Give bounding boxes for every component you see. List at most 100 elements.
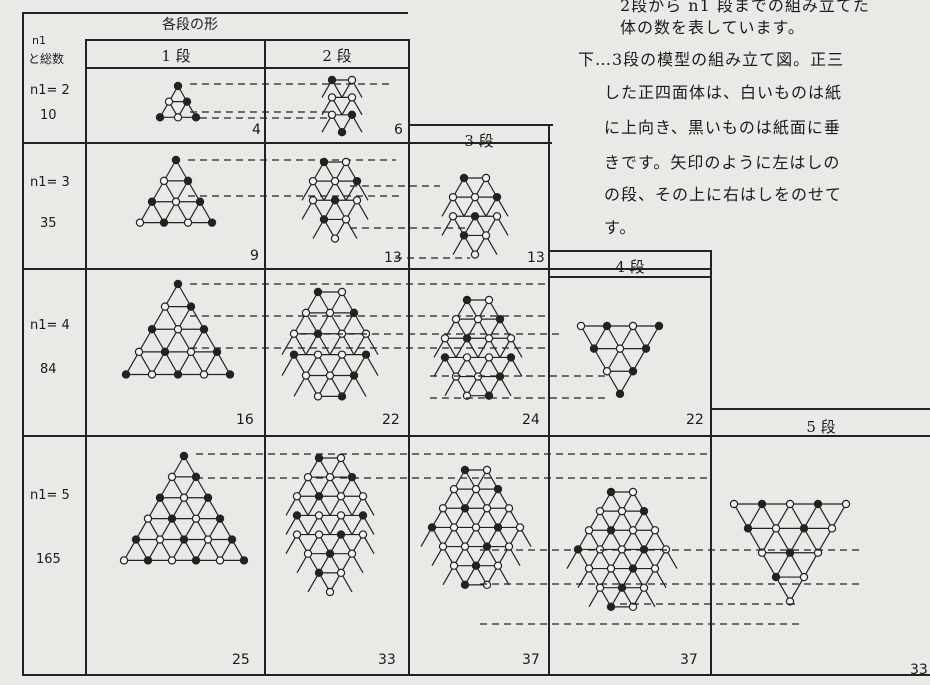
lattice-node: [772, 573, 779, 580]
lattice-node: [596, 508, 603, 515]
lattice-edge: [776, 528, 790, 552]
lattice-edge: [776, 504, 790, 528]
lattice-node: [463, 296, 470, 303]
lattice-node: [326, 309, 333, 316]
lattice-node: [302, 309, 309, 316]
lattice-node: [148, 198, 155, 205]
lattice-node: [471, 194, 478, 201]
lattice-node: [494, 524, 501, 531]
lattice-node: [304, 474, 311, 481]
lattice-node: [472, 562, 479, 569]
lattice-edge: [818, 504, 832, 528]
lattice-node: [200, 326, 207, 333]
lattice-node: [200, 371, 207, 378]
lattice-node: [326, 372, 333, 379]
lattice-node: [450, 562, 457, 569]
lattice-node: [758, 500, 765, 507]
lattice-node: [216, 515, 223, 522]
lattice-node: [192, 473, 199, 480]
lattice-edge: [804, 504, 818, 528]
lattice-node: [326, 550, 333, 557]
lattice-node: [655, 322, 662, 329]
lattice-node: [337, 493, 344, 500]
lattice-node: [485, 354, 492, 361]
lattice-node: [338, 288, 345, 295]
lattice-node: [461, 581, 468, 588]
lattice-node: [461, 543, 468, 550]
lattice-node: [428, 524, 435, 531]
lattice-node: [359, 531, 366, 538]
lattice-edge: [790, 528, 804, 552]
lattice-node: [160, 219, 167, 226]
lattice-node: [516, 524, 523, 531]
lattice-node: [174, 114, 181, 121]
lattice-node: [828, 525, 835, 532]
lattice-node: [174, 326, 181, 333]
lattice-edge: [804, 553, 818, 577]
lattice-node: [603, 322, 610, 329]
lattice-node: [120, 557, 127, 564]
lattice-node: [216, 557, 223, 564]
lattice-node: [161, 348, 168, 355]
lattice-node: [629, 488, 636, 495]
lattice-node: [184, 219, 191, 226]
lattice-node: [744, 525, 751, 532]
lattice-node: [629, 322, 636, 329]
lattice-node: [629, 527, 636, 534]
lattice-node: [180, 452, 187, 459]
lattice-node: [585, 527, 592, 534]
lattice-node: [577, 322, 584, 329]
lattice-node: [144, 557, 151, 564]
lattice-node: [640, 584, 647, 591]
lattice-node: [328, 76, 335, 83]
lattice-edge: [734, 504, 748, 528]
lattice-node: [314, 393, 321, 400]
lattice-node: [603, 368, 610, 375]
lattice-node: [607, 488, 614, 495]
lattice-node: [165, 98, 172, 105]
lattice-node: [228, 536, 235, 543]
lattice-node: [226, 371, 233, 378]
lattice-node: [505, 543, 512, 550]
lattice-node: [800, 525, 807, 532]
lattice-node: [315, 569, 322, 576]
lattice-edge: [762, 504, 776, 528]
lattice-node: [616, 390, 623, 397]
lattice-node: [772, 525, 779, 532]
lattice-node: [482, 174, 489, 181]
lattice-node: [618, 584, 625, 591]
lattice-node: [180, 536, 187, 543]
lattice-node: [348, 94, 355, 101]
lattice-node: [642, 345, 649, 352]
lattice-node: [348, 111, 355, 118]
lattice-node: [156, 114, 163, 121]
lattice-node: [350, 309, 357, 316]
lattice-node: [196, 198, 203, 205]
lattice-node: [213, 348, 220, 355]
lattice-node: [331, 178, 338, 185]
lattice-node: [483, 543, 490, 550]
lattice-edge: [776, 553, 790, 577]
lattice-node: [730, 500, 737, 507]
lattice-node: [315, 512, 322, 519]
lattice-node: [337, 512, 344, 519]
lattice-node: [449, 213, 456, 220]
lattice-node: [607, 527, 614, 534]
lattice-node: [450, 524, 457, 531]
lattice-edge: [818, 528, 832, 552]
lattice-node: [842, 500, 849, 507]
lattice-node: [353, 178, 360, 185]
lattice-node: [651, 565, 658, 572]
lattice-node: [342, 216, 349, 223]
lattice-node: [439, 543, 446, 550]
lattice-node: [493, 194, 500, 201]
lattice-node: [348, 76, 355, 83]
lattice-node: [174, 280, 181, 287]
lattice-node: [183, 98, 190, 105]
lattice-node: [168, 557, 175, 564]
lattice-node: [485, 296, 492, 303]
lattice-node: [293, 531, 300, 538]
lattice-node: [326, 588, 333, 595]
lattice-edge: [804, 528, 818, 552]
lattice-node: [800, 573, 807, 580]
